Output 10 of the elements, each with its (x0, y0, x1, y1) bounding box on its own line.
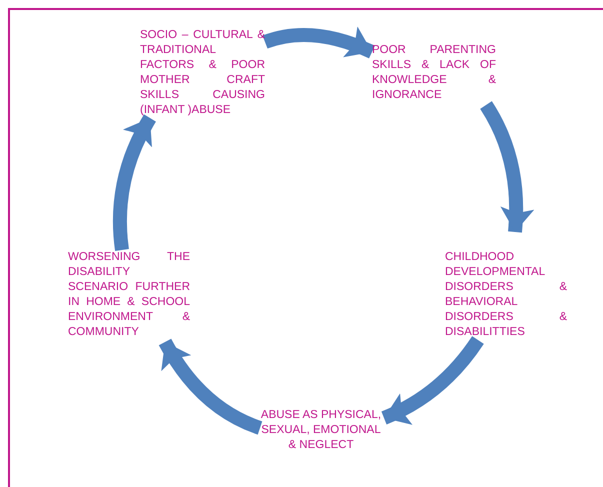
curved-arrow (262, 26, 375, 58)
curved-arrow (381, 336, 484, 424)
cycle-step-text: CHILDHOOD DEVELOPMENTAL DISORDERS & BEHAVIORAL DISORDERS & DISABILITTIES (445, 250, 567, 340)
curved-arrow (113, 114, 156, 251)
cycle-step-text: WORSENING THE DISABILITY SCENARIO FURTHER IN HOME & SCHOOL ENVIRONMENT & COMMUNITY (68, 250, 190, 340)
curved-arrow (158, 338, 262, 435)
cycle-step-text: POOR PARENTING SKILLS & LACK OF KNOWLEDGE & IGNORANCE (372, 43, 496, 103)
cycle-step-text: ABUSE AS PHYSICAL, SEXUAL, EMOTIONAL & NEGLECT (260, 408, 382, 453)
cycle-step-text: SOCIO – CULTURAL & TRADITIONAL FACTORS & POOR MOTHER CRAFT SKILLS CAUSING (INFANT )ABUSE (140, 28, 265, 118)
curved-arrow (480, 101, 534, 233)
